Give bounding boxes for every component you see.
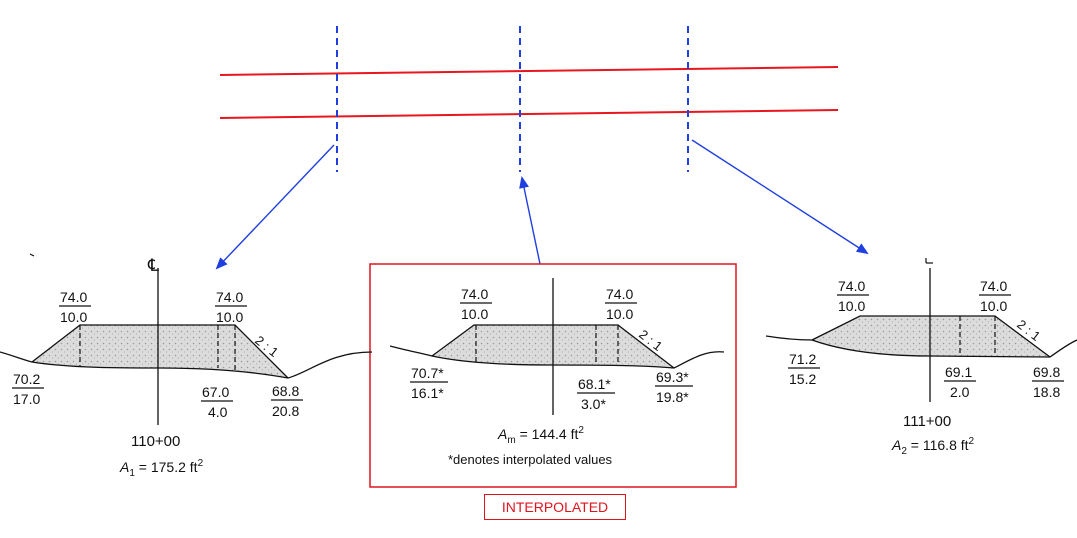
label-middle-bottom-mid: 68.1* 3.0*	[577, 376, 615, 412]
fraction-numerator: 69.1	[945, 364, 972, 380]
arrow-left	[215, 144, 335, 270]
fraction-denominator: 10.0	[60, 309, 87, 325]
fraction-numerator: 74.0	[838, 278, 865, 294]
area-value: = 175.2 ft	[135, 459, 198, 475]
area-value: = 144.4 ft	[516, 426, 579, 442]
area-subscript: m	[507, 435, 515, 446]
fraction-numerator: 69.8	[1033, 364, 1060, 380]
fraction-denominator: 15.2	[789, 371, 816, 387]
fraction-numerator: 74.0	[606, 286, 633, 302]
area-subscript: 2	[901, 446, 907, 457]
area-symbol: A	[497, 426, 507, 442]
arrow-right	[691, 139, 869, 255]
fraction-numerator: 74.0	[980, 278, 1007, 294]
area-exponent: 2	[578, 425, 584, 436]
cross-section-middle	[389, 278, 725, 415]
interpolated-frame	[369, 263, 737, 488]
fraction-denominator: 10.0	[980, 298, 1007, 314]
label-right-top-right: 74.0 10.0	[979, 278, 1011, 314]
fraction-denominator: 10.0	[838, 298, 865, 314]
area-symbol: A	[119, 459, 129, 475]
label-right-top-left: 74.0 10.0	[837, 278, 869, 314]
area-label-middle: Am = 144.4 ft2	[497, 425, 584, 446]
station-label-left: 110+00	[131, 433, 180, 450]
area-exponent: 2	[198, 458, 204, 469]
fraction-numerator: 67.0	[202, 384, 229, 400]
area-subscript: 1	[129, 468, 135, 479]
interpolated-note: *denotes interpolated values	[448, 452, 613, 467]
label-right-bottom-right: 69.8 18.8	[1032, 364, 1064, 400]
label-left-top-left: 74.0 10.0	[59, 289, 91, 325]
fraction-denominator: 10.0	[606, 306, 633, 322]
fraction-numerator: 74.0	[461, 286, 488, 302]
label-left-top-right: 74.0 10.0	[215, 289, 247, 325]
area-exponent: 2	[969, 436, 975, 447]
fraction-denominator: 10.0	[461, 306, 488, 322]
cross-section-right	[765, 258, 1077, 402]
fraction-denominator: 18.8	[1033, 384, 1060, 400]
label-middle-bottom-left: 70.7* 16.1*	[410, 365, 448, 401]
fraction-denominator: 20.8	[272, 403, 299, 419]
label-right-bottom-left: 71.2 15.2	[788, 351, 820, 387]
area-label-left: A1 = 175.2 ft2	[119, 458, 204, 479]
centerline-symbol-left: ℄	[147, 256, 159, 275]
fraction-numerator: 74.0	[60, 289, 87, 305]
fraction-numerator: 71.2	[789, 351, 816, 367]
label-left-bottom-right: 68.8 20.8	[271, 383, 303, 419]
label-left-bottom-mid: 67.0 4.0	[201, 384, 233, 420]
fraction-numerator: 68.1*	[578, 376, 611, 392]
area-value: = 116.8 ft	[907, 437, 969, 453]
fraction-numerator: 70.2	[13, 371, 40, 387]
station-label-right: 111+00	[903, 413, 951, 430]
arrow-middle	[519, 176, 541, 265]
fraction-numerator: 69.3*	[656, 369, 689, 385]
label-middle-bottom-right: 69.3* 19.8*	[655, 369, 693, 405]
fraction-denominator: 16.1*	[411, 385, 444, 401]
area-symbol: A	[891, 437, 901, 453]
label-middle-top-right: 74.0 10.0	[605, 286, 637, 322]
label-left-bottom-left: 70.2 17.0	[12, 371, 44, 407]
route-line-upper	[219, 66, 839, 76]
fraction-denominator: 10.0	[216, 309, 243, 325]
fraction-denominator: 19.8*	[656, 389, 689, 405]
fraction-denominator: 3.0*	[581, 396, 606, 412]
fraction-numerator: 74.0	[216, 289, 243, 305]
fraction-denominator: 2.0	[950, 384, 970, 400]
route-line-lower	[219, 109, 839, 119]
fraction-denominator: 17.0	[13, 391, 40, 407]
interpolated-badge: INTERPOLATED	[484, 494, 626, 520]
fraction-numerator: 68.8	[272, 383, 299, 399]
label-middle-top-left: 74.0 10.0	[460, 286, 492, 322]
label-right-bottom-mid: 69.1 2.0	[944, 364, 976, 400]
fraction-denominator: 4.0	[208, 404, 228, 420]
cross-section-left	[0, 253, 373, 425]
area-label-right: A2 = 116.8 ft2	[891, 436, 975, 457]
fraction-numerator: 70.7*	[411, 365, 444, 381]
